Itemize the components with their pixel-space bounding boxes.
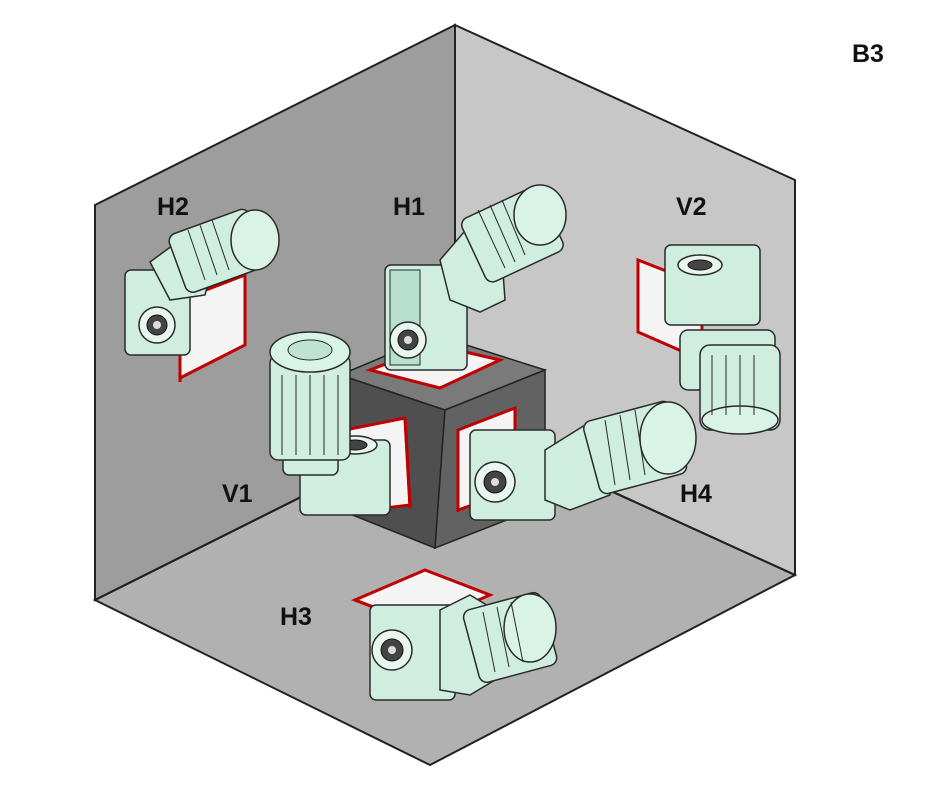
label-h4: H4 (680, 480, 712, 508)
label-v2: V2 (676, 193, 707, 221)
label-h3: H3 (280, 603, 312, 631)
label-h1: H1 (393, 193, 425, 221)
gearmotor-h1 (365, 184, 567, 390)
gearmotor-h3 (351, 568, 558, 701)
label-v1: V1 (222, 480, 253, 508)
diagram-title: B3 (852, 40, 884, 68)
gearmotor-h2 (124, 208, 280, 382)
gearmotor-v2 (636, 244, 781, 435)
gearmotor-h4 (456, 400, 697, 521)
label-h2: H2 (157, 193, 189, 221)
gearmotor-v1 (269, 331, 412, 516)
